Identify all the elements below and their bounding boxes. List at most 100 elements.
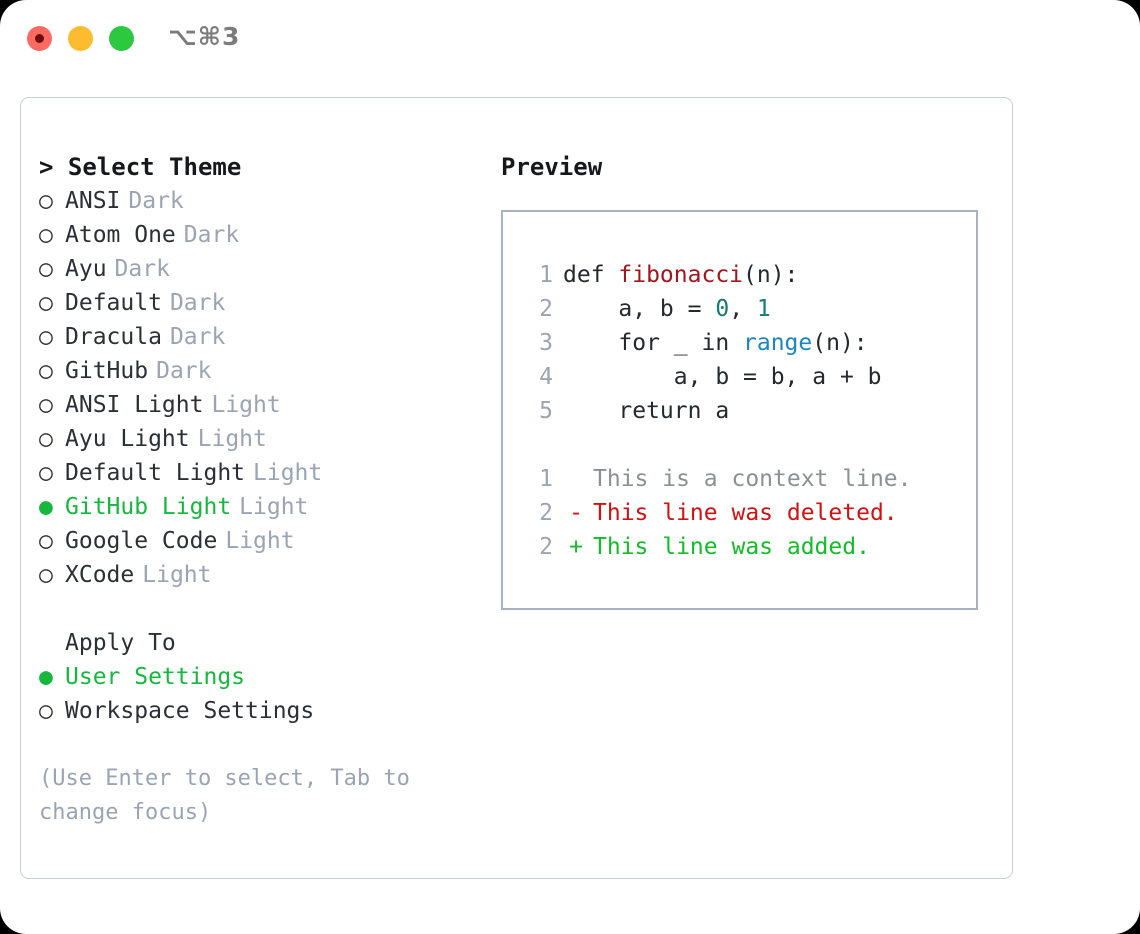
theme-variant-tag: Light xyxy=(225,528,295,554)
theme-option-atom-one[interactable]: ○ Atom One Dark xyxy=(39,218,494,252)
theme-variant-tag: Light xyxy=(253,460,323,486)
preview-header: Preview xyxy=(501,153,603,181)
maximize-button[interactable] xyxy=(109,26,134,51)
radio-unselected-icon: ○ xyxy=(39,392,53,418)
diff-line-ctx: 1 This is a context line. xyxy=(523,462,976,496)
line-number: 3 xyxy=(539,330,553,356)
apply-to-header: Apply To xyxy=(65,630,176,656)
theme-option-label: Dracula xyxy=(65,324,162,350)
theme-option-ansi[interactable]: ○ ANSI Dark xyxy=(39,184,494,218)
keyboard-shortcut-label: ⌥⌘3 xyxy=(168,22,241,51)
record-indicator-dot xyxy=(35,34,44,43)
diff-marker xyxy=(563,462,589,496)
radio-unselected-icon: ○ xyxy=(39,358,53,384)
theme-option-label: Default Light xyxy=(65,460,246,486)
line-number: 1 xyxy=(539,262,553,288)
line-number: 2 xyxy=(539,296,553,322)
diff-line-text: This line was added. xyxy=(593,534,870,560)
code-token: def xyxy=(563,262,619,288)
theme-option-ayu-light[interactable]: ○ Ayu Light Light xyxy=(39,422,494,456)
code-line: 4 a, b = b, a + b xyxy=(523,360,976,394)
theme-option-label: Ayu Light xyxy=(65,426,190,452)
theme-option-label: ANSI xyxy=(65,188,121,214)
diff-line-add: 2+This line was added. xyxy=(523,530,976,564)
code-token: range xyxy=(743,330,813,356)
radio-selected-icon: ● xyxy=(39,664,53,690)
theme-option-label: Ayu xyxy=(65,256,107,282)
apply-to-option-user-settings[interactable]: ● User Settings xyxy=(39,660,494,694)
theme-variant-tag: Dark xyxy=(169,324,226,350)
theme-variant-tag: Dark xyxy=(128,188,184,214)
code-token: return a xyxy=(563,398,730,424)
code-token: 1 xyxy=(756,296,771,322)
apply-to-list[interactable]: ● User Settings ○ Workspace Settings xyxy=(39,660,494,728)
code-token: a, b = b, a + b xyxy=(563,364,882,390)
radio-unselected-icon: ○ xyxy=(39,426,53,452)
code-line: 5 return a xyxy=(523,394,976,428)
title-bar: ⌥⌘3 xyxy=(0,0,1140,78)
theme-variant-tag: Dark xyxy=(156,358,212,384)
theme-option-label: XCode xyxy=(65,562,135,588)
theme-variant-tag: Dark xyxy=(114,256,170,282)
spacer xyxy=(39,592,494,626)
code-token: (n): xyxy=(812,330,868,356)
code-token: , xyxy=(729,296,757,322)
code-line-text: a, b = 0, 1 xyxy=(563,292,771,326)
code-token: fibonacci xyxy=(618,262,744,288)
radio-unselected-icon: ○ xyxy=(39,188,53,214)
line-number: 5 xyxy=(539,398,553,424)
radio-unselected-icon: ○ xyxy=(39,222,53,248)
theme-variant-tag: Light xyxy=(239,494,309,520)
theme-option-label: Default xyxy=(65,290,162,316)
keyboard-hint: (Use Enter to select, Tab to change focu… xyxy=(39,766,410,825)
theme-option-label: GitHub Light xyxy=(65,494,232,520)
radio-unselected-icon: ○ xyxy=(39,256,53,282)
theme-option-label: Atom One xyxy=(65,222,176,248)
diff-sample: 1 This is a context line.2-This line was… xyxy=(523,462,976,564)
minimize-button[interactable] xyxy=(68,26,93,51)
apply-to-option-workspace-settings[interactable]: ○ Workspace Settings xyxy=(39,694,494,728)
line-number: 1 xyxy=(539,466,553,492)
radio-unselected-icon: ○ xyxy=(39,698,53,724)
theme-variant-tag: Dark xyxy=(183,222,240,248)
code-line-text: def fibonacci(n): xyxy=(563,258,798,292)
code-token: (n): xyxy=(743,262,799,288)
radio-unselected-icon: ○ xyxy=(39,460,53,486)
line-number: 2 xyxy=(539,500,553,526)
radio-unselected-icon: ○ xyxy=(39,528,53,554)
code-line-text: for _ in range(n): xyxy=(563,326,868,360)
radio-unselected-icon: ○ xyxy=(39,290,53,316)
line-number: 4 xyxy=(539,364,553,390)
traffic-lights xyxy=(27,26,134,51)
code-token: a, b = xyxy=(563,296,716,322)
theme-option-ayu[interactable]: ○ Ayu Dark xyxy=(39,252,494,286)
theme-option-google-code[interactable]: ○ Google Code Light xyxy=(39,524,494,558)
theme-option-label: Google Code xyxy=(65,528,218,554)
code-token: for _ in xyxy=(563,330,744,356)
apply-to-option-label: Workspace Settings xyxy=(65,698,315,724)
theme-variant-tag: Light xyxy=(211,392,281,418)
theme-option-default-light[interactable]: ○ Default Light Light xyxy=(39,456,494,490)
theme-variant-tag: Light xyxy=(197,426,267,452)
code-line-text: return a xyxy=(563,394,729,428)
spacer xyxy=(523,428,976,462)
diff-marker: + xyxy=(569,534,583,560)
diff-line-del: 2-This line was deleted. xyxy=(523,496,976,530)
close-button[interactable] xyxy=(27,26,52,51)
code-line: 1 def fibonacci(n): xyxy=(523,258,976,292)
apply-to-option-label: User Settings xyxy=(65,664,246,690)
